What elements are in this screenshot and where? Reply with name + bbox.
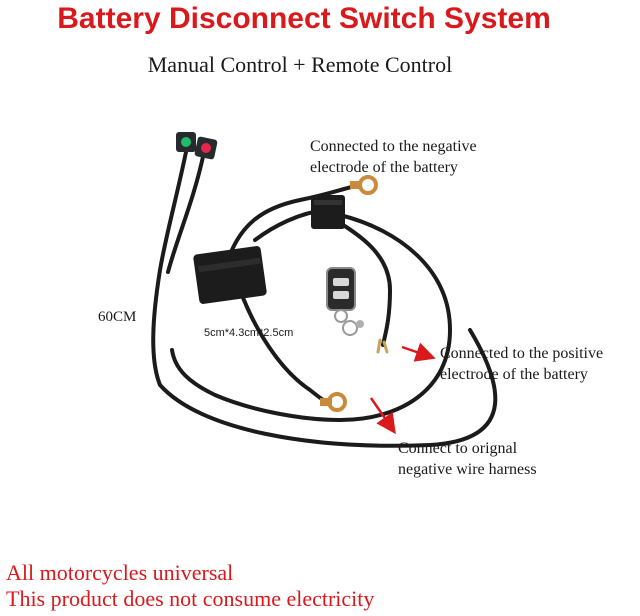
footer-note: All motorcycles universal This product d… (6, 560, 374, 612)
page-title: Battery Disconnect Switch System (57, 2, 551, 35)
led-cable-1 (151, 150, 498, 448)
led-cable-2 (166, 150, 206, 274)
footer-line1: All motorcycles universal (6, 560, 234, 585)
led-indicator-green-icon (176, 132, 196, 152)
relay-loop-cable (170, 213, 453, 423)
positive-electrode-label-line1: Connected to the positive (440, 345, 604, 362)
arrow-icon (369, 397, 396, 435)
negative-electrode-label-line2: electrode of the battery (310, 159, 458, 176)
ring-terminal-icon (320, 392, 347, 412)
harness-label: Connect to orignal negative wire harness (398, 438, 537, 480)
arrow-icon (401, 342, 436, 362)
negative-electrode-label: Connected to the negative electrode of t… (310, 136, 477, 178)
module-to-negative-cable (226, 183, 362, 262)
page-subtitle: Manual Control + Remote Control (147, 52, 453, 77)
positive-electrode-label-line2: electrode of the battery (440, 366, 588, 383)
negative-electrode-label-line1: Connected to the negative (310, 138, 477, 155)
led-indicator-red-icon (194, 136, 218, 160)
relay-module-icon (311, 195, 345, 229)
module-to-harness-cable (238, 288, 332, 404)
module-dimensions-label: 5cm*4.3cm*2.5cm (204, 327, 294, 339)
harness-label-line2: negative wire harness (398, 461, 537, 478)
positive-electrode-label: Connected to the positive electrode of t… (440, 343, 603, 385)
ring-terminal-icon (350, 175, 378, 195)
remote-fob-icon (326, 267, 364, 336)
footer-line2: This product does not consume electricit… (6, 586, 375, 611)
switch-module-icon (193, 246, 267, 304)
cable-length-label: 60CM (98, 309, 137, 325)
bare-wire-terminal-icon (376, 338, 389, 354)
relay-to-positive-cable (333, 218, 393, 347)
harness-label-line1: Connect to orignal (398, 440, 518, 457)
